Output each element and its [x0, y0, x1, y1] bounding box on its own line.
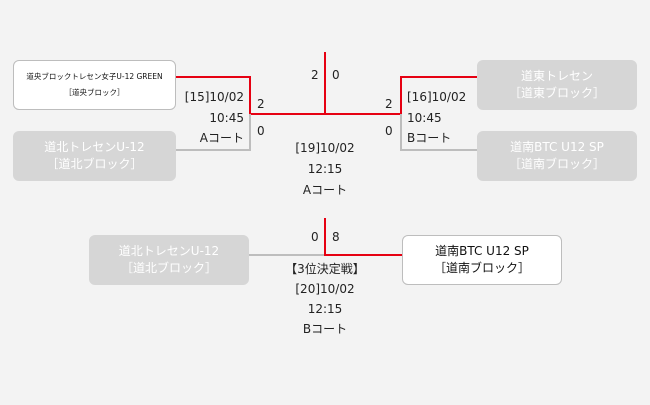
third-right-score: 8: [332, 230, 340, 244]
team-card-donan-3rd[interactable]: 道南BTC U12 SP ［道南ブロック］: [402, 235, 562, 285]
team-card-donan[interactable]: 道南BTC U12 SP ［道南ブロック］: [477, 131, 637, 181]
sf-right-top-line: [325, 76, 477, 115]
team-block: ［道南ブロック］: [433, 261, 530, 275]
team-card-doto[interactable]: 道東トレセン ［道東ブロック］: [477, 60, 637, 110]
match-date: 10/02: [431, 90, 467, 104]
sf-right-match-time: 10:45: [407, 111, 442, 125]
sf-left-top-score: 2: [257, 97, 265, 111]
sf-left-match-header: [15]10/02: [170, 90, 244, 104]
sf-right-match-court: Bコート: [407, 131, 452, 145]
match-date: 10/02: [320, 282, 355, 296]
sf-right-bottom-score: 0: [385, 124, 393, 138]
match-date: 10/02: [320, 141, 355, 155]
third-match-header: [20]10/02: [265, 282, 385, 296]
sf-left-bottom-score: 0: [257, 124, 265, 138]
team-name: 道南BTC U12 SP: [510, 140, 604, 154]
team-name: 道東トレセン: [520, 69, 593, 83]
team-block: ［道央ブロック］: [64, 88, 125, 97]
third-match-time: 12:15: [307, 302, 343, 316]
final-right-score: 0: [332, 68, 340, 82]
match-number: [20]: [295, 282, 321, 296]
sf-right-bottom-line: [400, 114, 477, 151]
team-name: 道北トレセンU-12: [118, 244, 220, 258]
sf-left-top-line: [176, 76, 325, 115]
final-match-header: [19]10/02: [265, 141, 385, 155]
sf-right-match-header: [16]10/02: [407, 90, 466, 104]
team-name: 道北トレセンU-12: [44, 140, 145, 154]
sf-left-bottom-line: [176, 114, 251, 151]
match-number: [15]: [184, 90, 210, 104]
match-date: 10/02: [209, 90, 244, 104]
third-left-score: 0: [311, 230, 319, 244]
final-left-score: 2: [311, 68, 319, 82]
team-block: ［道北ブロック］: [120, 261, 217, 275]
third-match-court: Bコート: [302, 322, 348, 336]
team-card-dohoku-3rd[interactable]: 道北トレセンU-12 ［道北ブロック］: [89, 235, 249, 285]
sf-left-match-court: Aコート: [199, 131, 244, 145]
match-number: [16]: [407, 90, 432, 104]
team-card-doo-green[interactable]: 道央ブロックトレセン女子U-12 GREEN ［道央ブロック］: [13, 60, 176, 110]
sf-right-top-score: 2: [385, 97, 393, 111]
sf-left-match-time: 10:45: [209, 111, 244, 125]
team-name: 道南BTC U12 SP: [435, 244, 529, 258]
team-block: ［道南ブロック］: [508, 157, 605, 171]
team-card-dohoku[interactable]: 道北トレセンU-12 ［道北ブロック］: [13, 131, 176, 181]
final-match-court: Aコート: [302, 183, 348, 197]
third-right-line: [324, 218, 402, 256]
match-number: [19]: [295, 141, 321, 155]
team-block: ［道東ブロック］: [508, 86, 605, 100]
third-place-title: 【3位決定戦】: [285, 262, 365, 276]
team-name: 道央ブロックトレセン女子U-12 GREEN: [26, 72, 163, 81]
team-block: ［道北ブロック］: [46, 157, 143, 171]
final-match-time: 12:15: [307, 162, 343, 176]
